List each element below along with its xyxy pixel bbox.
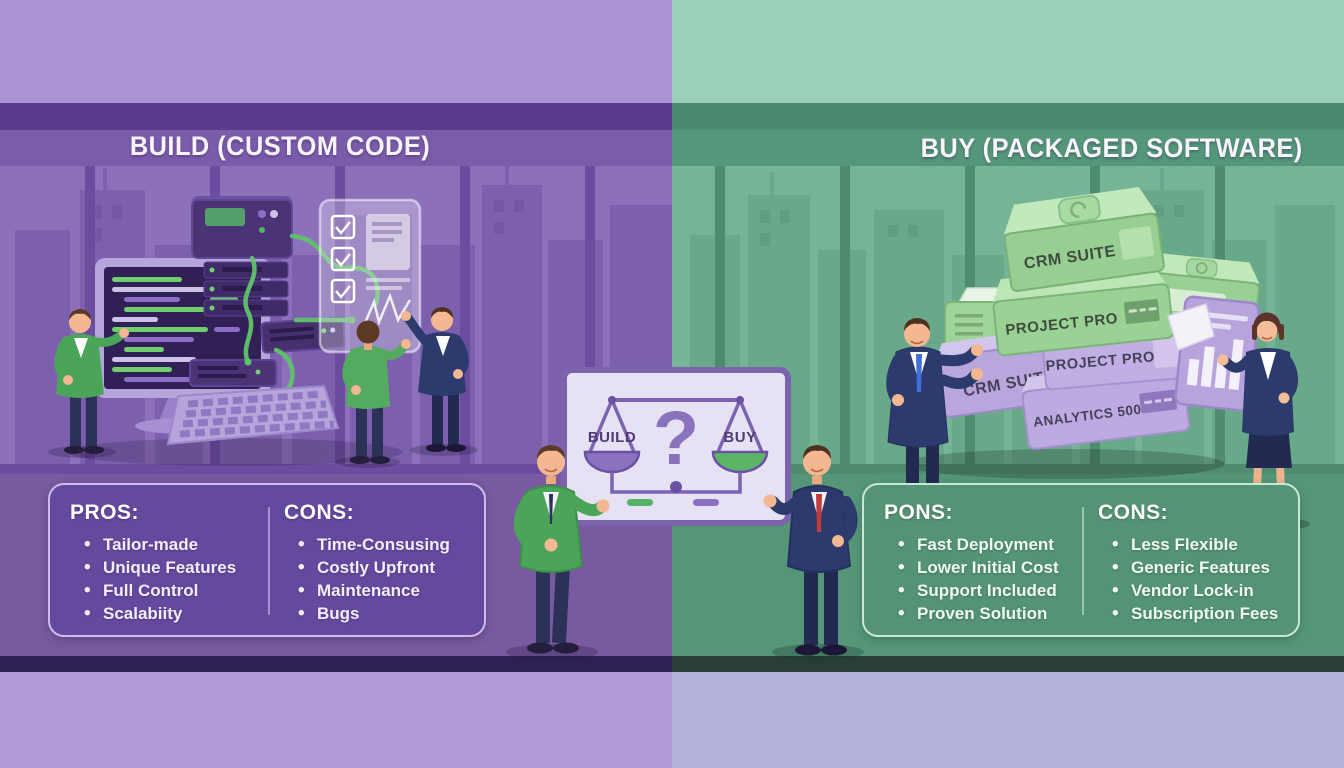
legend-bar-purple xyxy=(693,499,719,506)
right-title-band xyxy=(672,103,1344,130)
holo-line-chart xyxy=(360,292,412,331)
server-tower xyxy=(189,196,346,387)
manager-pointing-up xyxy=(401,307,478,456)
buy-pros-cons-panel: PONS: Fast Deployment Lower Initial Cost… xyxy=(862,483,1300,637)
build-pros-cons-panel: PROS: Tailor-made Unique Features Full C… xyxy=(48,483,486,637)
build-pros-list: Tailor-made Unique Features Full Control… xyxy=(70,533,268,625)
sign-build-label: BUILD xyxy=(588,429,636,446)
presenter-navy-suit xyxy=(763,445,864,660)
list-item: Support Included xyxy=(884,579,1082,602)
checkbox-icons xyxy=(330,214,356,304)
decision-sign: BUILD BUY ? xyxy=(561,367,791,526)
buy-pros-title: PONS: xyxy=(884,501,954,524)
buy-pros-list: Fast Deployment Lower Initial Cost Suppo… xyxy=(884,533,1082,625)
list-item: Full Control xyxy=(70,579,268,602)
left-title-row xyxy=(0,130,672,166)
build-cons-column: CONS: Time-Consusing Costly Upfront Main… xyxy=(284,499,484,625)
left-top-strip xyxy=(0,0,672,103)
buy-cons-list: Less Flexible Generic Features Vendor Lo… xyxy=(1098,533,1298,625)
list-item: Lower Initial Cost xyxy=(884,556,1082,579)
right-skirting xyxy=(672,656,1344,672)
buy-cons-title: CONS: xyxy=(1098,501,1169,524)
bar-chart-icon xyxy=(1186,339,1244,390)
list-item: Fast Deployment xyxy=(884,533,1082,556)
build-section-title: BUILD (CUSTOM CODE) xyxy=(129,131,431,161)
list-item: Maintenance xyxy=(284,579,484,602)
list-item: Bugs xyxy=(284,602,484,625)
build-pros-title: PROS: xyxy=(70,501,140,524)
buy-section-title: BUY (PACKAGED SOFTWARE) xyxy=(920,133,1303,163)
list-item: Subscription Fees xyxy=(1098,602,1298,625)
code-lines xyxy=(112,277,240,382)
panel-divider xyxy=(268,507,270,615)
list-item: Costly Upfront xyxy=(284,556,484,579)
developer-back-view xyxy=(336,320,411,468)
left-bottom-strip xyxy=(0,672,672,768)
build-cons-list: Time-Consusing Costly Upfront Maintenanc… xyxy=(284,533,484,625)
balance-scale xyxy=(583,398,769,494)
keyboard xyxy=(166,384,340,446)
build-cons-title: CONS: xyxy=(284,501,355,524)
list-item: Proven Solution xyxy=(884,602,1082,625)
list-item: Tailor-made xyxy=(70,533,268,556)
server-units xyxy=(203,261,289,317)
right-bottom-strip xyxy=(672,672,1344,768)
list-item: Scalabiity xyxy=(70,602,268,625)
legend-bar-green xyxy=(627,499,653,506)
holo-checklist-panel xyxy=(318,198,422,354)
list-item: Generic Features xyxy=(1098,556,1298,579)
left-skirting xyxy=(0,656,672,672)
paper-sheet xyxy=(1167,303,1215,351)
server-unit-bottom xyxy=(189,359,277,387)
buy-cons-column: CONS: Less Flexible Generic Features Ven… xyxy=(1098,499,1298,625)
panel-divider xyxy=(1082,507,1084,615)
keyhole-icon xyxy=(670,481,682,493)
buy-pros-column: PONS: Fast Deployment Lower Initial Cost… xyxy=(884,499,1082,625)
right-top-strip xyxy=(672,0,1344,103)
left-title-band xyxy=(0,103,672,130)
stack-shadow xyxy=(905,449,1225,479)
presenter-green-jacket xyxy=(506,445,610,660)
build-pros-column: PROS: Tailor-made Unique Features Full C… xyxy=(70,499,268,625)
holo-document xyxy=(366,214,410,290)
list-item: Less Flexible xyxy=(1098,533,1298,556)
list-item: Vendor Lock-in xyxy=(1098,579,1298,602)
list-item: Time-Consusing xyxy=(284,533,484,556)
developer-pointing xyxy=(48,309,129,458)
question-mark: ? xyxy=(653,396,699,481)
sign-buy-label: BUY xyxy=(723,429,756,446)
software-box-crm-green: CRM SUITE xyxy=(1003,187,1165,292)
workstation-shadow xyxy=(67,438,403,466)
list-item: Unique Features xyxy=(70,556,268,579)
right-title-row xyxy=(672,130,1344,166)
